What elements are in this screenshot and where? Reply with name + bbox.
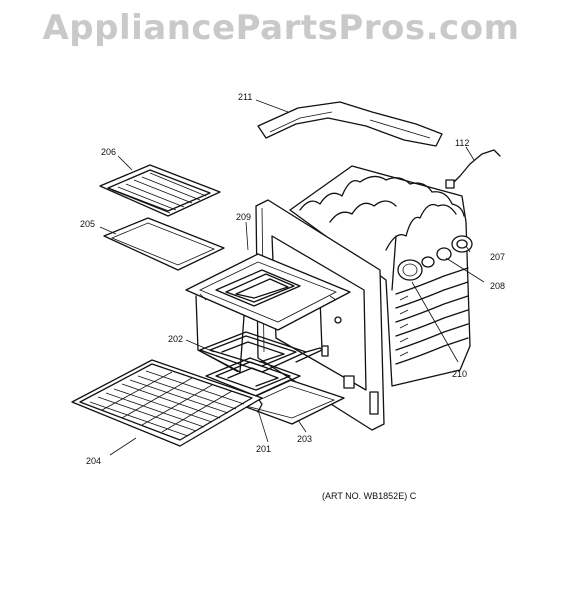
- callout-205: 205: [80, 219, 96, 229]
- callout-211: 211: [238, 92, 253, 102]
- callout-204: 204: [86, 456, 102, 466]
- callout-206: 206: [101, 147, 117, 157]
- site-watermark: AppliancePartsPros.com: [42, 8, 520, 48]
- part-207-lamp-socket[interactable]: [451, 235, 473, 253]
- part-201-lower-element[interactable]: [205, 357, 301, 413]
- callout-203: 203: [297, 434, 313, 444]
- callout-202: 202: [168, 334, 184, 344]
- oven-cavity-body: [289, 165, 471, 387]
- callout-209: 209: [236, 212, 252, 222]
- callout-210: 210: [452, 369, 468, 379]
- callout-207: 207: [490, 252, 506, 262]
- art-number: (ART NO. WB1852E) C: [322, 491, 417, 501]
- part-204-oven-rack[interactable]: [71, 359, 263, 447]
- part-206-broiler-grid[interactable]: [99, 164, 221, 217]
- leader-lines: [99, 99, 485, 456]
- callout-112: 112: [455, 138, 470, 148]
- part-208-lamp-lens[interactable]: [421, 247, 452, 268]
- part-112-sensor[interactable]: [445, 149, 501, 189]
- broil-reflector-tray[interactable]: [185, 253, 351, 331]
- part-210-sensor-plate[interactable]: [397, 259, 423, 281]
- part-205-broiler-pan[interactable]: [103, 217, 225, 271]
- callout-208: 208: [490, 281, 506, 291]
- part-211-insulation-strip[interactable]: [257, 101, 443, 147]
- callout-201: 201: [256, 444, 272, 454]
